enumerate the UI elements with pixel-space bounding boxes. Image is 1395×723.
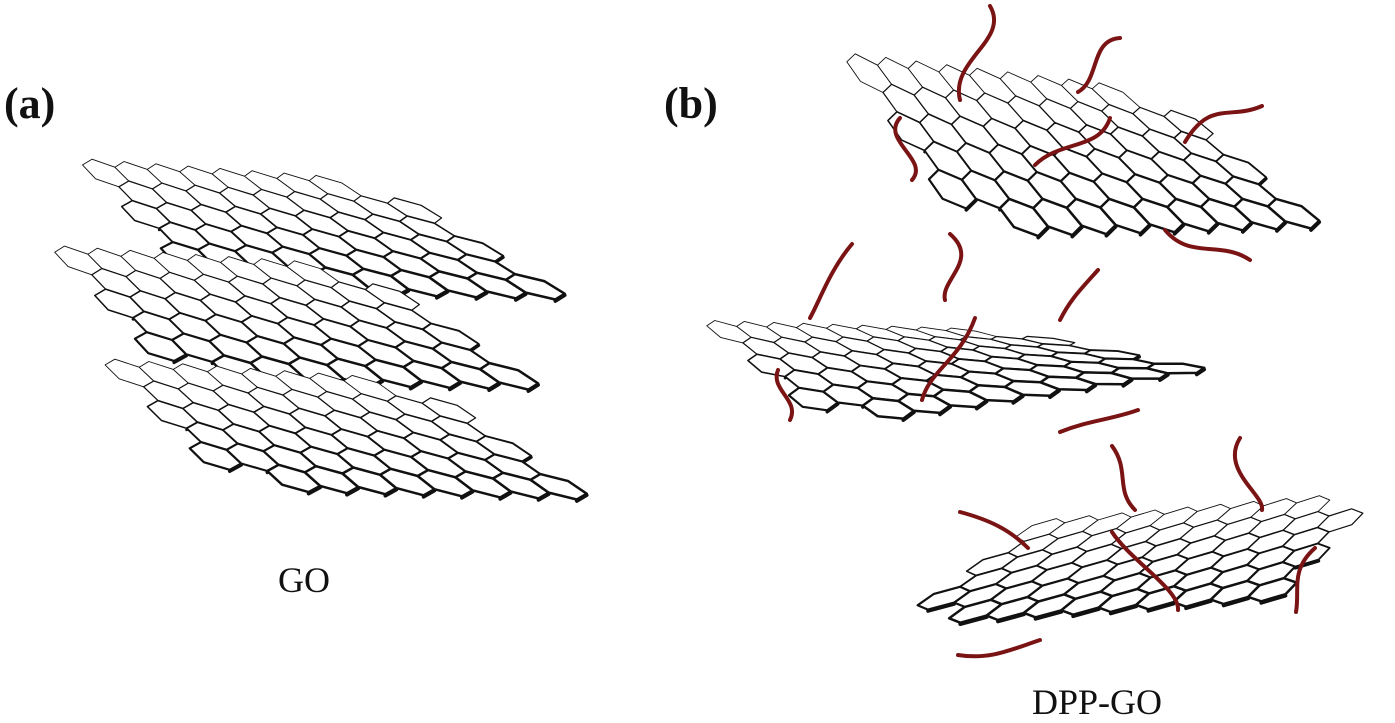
polymer-chain-icon: [1033, 116, 1112, 167]
polymer-chain-icon: [1183, 104, 1264, 144]
panel-b-label: (b): [664, 79, 718, 128]
panel-a-label: (a): [4, 79, 56, 128]
polymer-chain-icon: [1232, 436, 1265, 512]
graphene-sheet-icon: [104, 358, 589, 503]
polymer-chain-icon: [956, 4, 997, 102]
polymer-chain-icon: [774, 368, 794, 422]
panel-a-caption: GO: [278, 560, 330, 600]
panel-b-caption: DPP-GO: [1032, 682, 1163, 722]
graphene-sheet-icon: [54, 245, 540, 393]
graphene-sheet-icon: [706, 320, 1207, 422]
polymer-chain-icon: [1163, 228, 1252, 262]
graphene-sheet-icon: [846, 53, 1322, 240]
polymer-chain-icon: [1294, 546, 1317, 614]
polymer-chain-icon: [1076, 36, 1122, 94]
polymer-chain-icon: [920, 316, 977, 402]
graphene-sheet-icon: [916, 495, 1364, 627]
panel-b-functionalized-graphene-oxide: [706, 4, 1364, 659]
polymer-chain-icon: [958, 510, 1030, 550]
polymer-chain-icon: [956, 638, 1042, 659]
polymer-chain-icon: [1110, 444, 1137, 512]
polymer-chain-icon: [1058, 268, 1100, 322]
polymer-chain-icon: [893, 116, 918, 182]
polymer-chain-icon: [942, 232, 964, 302]
polymer-chain-icon: [1058, 408, 1140, 434]
panel-a-stacked-graphene-oxide: [54, 158, 589, 503]
polymer-chain-icon: [808, 242, 854, 320]
polymer-chain-icon: [1110, 530, 1180, 612]
